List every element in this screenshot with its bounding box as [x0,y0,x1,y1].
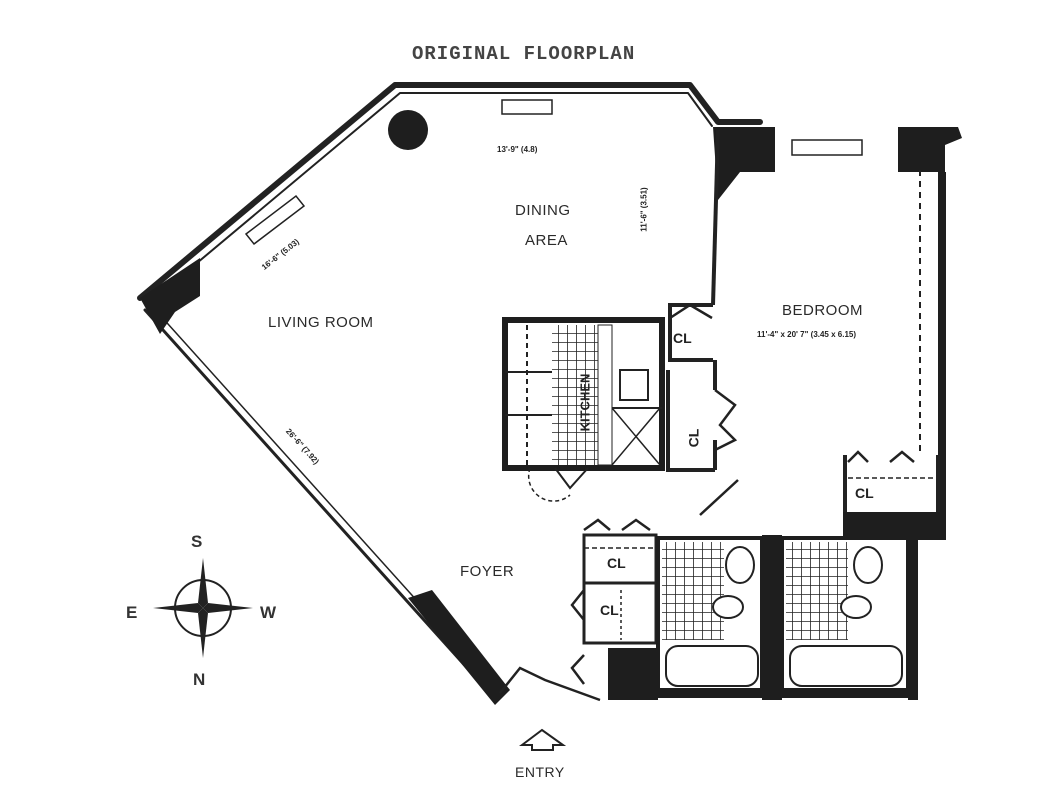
kitchen-block [502,317,665,502]
dining-area-label-1: DINING [515,202,571,219]
entry-arrow-icon [519,728,567,751]
plan-title: ORIGINAL FLOORPLAN [412,43,636,65]
closet-door-glyphs [499,303,915,702]
closet-label: CL [685,428,702,448]
compass-north-label: N [193,670,206,689]
column [388,110,428,150]
solid-walls [140,127,962,705]
compass-west-label: W [260,603,277,622]
dining-area-width-dimension: 13'-9" (4.8) [497,145,538,154]
living-room-label: LIVING ROOM [268,314,374,331]
bedroom-label: BEDROOM [782,302,864,319]
entry-label: ENTRY [515,764,565,780]
compass-rose-icon [153,558,253,658]
closet-label: CL [600,602,619,618]
compass-south-label: S [191,532,203,551]
kitchen-label: KITCHEN [577,373,593,432]
bath-closet-block [582,533,910,692]
closet-label: CL [673,330,692,346]
compass-east-label: E [126,603,138,622]
bedroom-dimension: 11'-4" x 20' 7" (3.45 x 6.15) [757,330,857,339]
dining-area-depth-dimension: 11'-6" (3.51) [639,187,649,232]
dining-area-label-2: AREA [525,232,568,249]
foyer-label: FOYER [460,563,515,580]
closet-label: CL [607,555,626,571]
windows [244,99,863,246]
closet-label: CL [855,485,874,501]
